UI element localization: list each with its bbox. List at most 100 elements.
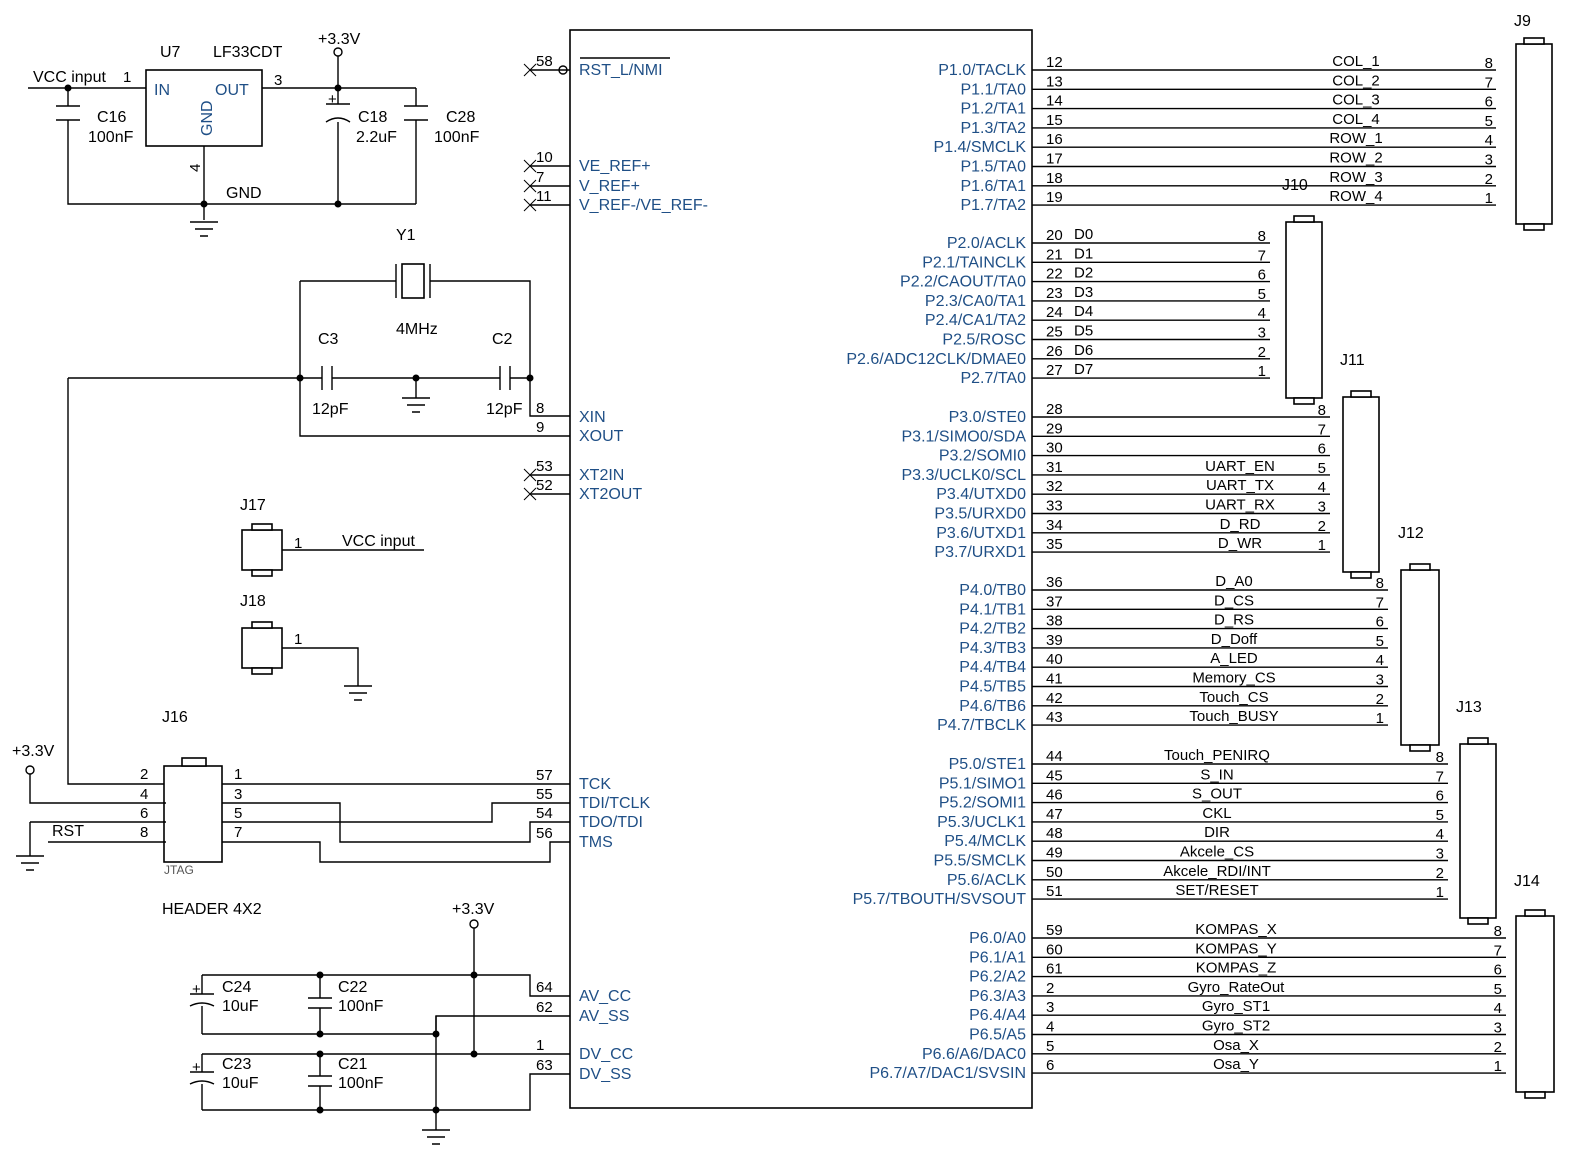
mcu-pin-number: 56	[536, 825, 553, 842]
net-label: D_Doff	[1211, 631, 1258, 648]
net-label: D_A0	[1215, 573, 1253, 590]
no-connect-mark	[523, 198, 537, 212]
j16-pin-r2: 5	[234, 805, 242, 822]
connector-pin-number: 3	[1258, 325, 1266, 342]
u7-in-label: IN	[154, 82, 170, 99]
mcu-pin-name: P3.0/STE0	[949, 409, 1026, 426]
c24-value: 10uF	[222, 998, 259, 1015]
connector-latch-bottom	[1524, 1091, 1546, 1099]
connector-pin-number: 5	[1436, 807, 1444, 824]
no-connect-mark	[523, 179, 537, 193]
inverted-pin-bubble	[558, 65, 568, 75]
u7-body	[145, 69, 263, 147]
mcu-pin-name: V_REF+	[579, 178, 640, 195]
connector-pin-number: 6	[1376, 614, 1384, 631]
connector-body	[1459, 743, 1497, 919]
no-connect-mark	[523, 159, 537, 173]
mcu-pin-name: DV_CC	[579, 1046, 633, 1063]
connector-j11: J11	[1340, 352, 1380, 579]
connector-latch-top	[1350, 390, 1372, 398]
c16-value: 100nF	[88, 129, 134, 146]
mcu-pin-number: 3	[1046, 999, 1054, 1016]
mcu-pin-name: P6.5/A5	[969, 1027, 1026, 1044]
mcu-pin-number: 52	[536, 477, 553, 494]
c18-plus: +	[328, 91, 337, 108]
mcu-pin-name: AV_SS	[579, 1008, 629, 1025]
mcu-pin-number: 43	[1046, 709, 1063, 726]
mcu-left-pins: 58RST_L/NMI10VE_REF+7V_REF+11V_REF-/VE_R…	[523, 53, 708, 1083]
y1-ref: Y1	[396, 227, 416, 244]
connector-body	[1342, 396, 1380, 573]
mcu-pin-number: 1	[536, 1037, 544, 1054]
no-connect-mark	[523, 63, 537, 77]
connector-body	[1285, 221, 1323, 399]
jtag-header: J16 HEADER 4X2 JTAG 2 4 6 8 1 3 5 7 +3.3…	[12, 709, 570, 918]
j16-pin-l2: 6	[140, 805, 148, 822]
j17-net: VCC input	[342, 533, 415, 550]
mcu-pin-name: P5.4/MCLK	[944, 833, 1026, 850]
j16-pin-l1: 4	[140, 786, 148, 803]
net-label: ROW_4	[1329, 188, 1382, 205]
connector-pin-number: 2	[1485, 171, 1493, 188]
c21-value: 100nF	[338, 1075, 384, 1092]
mcu-pin-number: 13	[1046, 73, 1063, 90]
no-connect-mark	[523, 468, 537, 482]
mcu-pin-number: 62	[536, 999, 553, 1016]
mcu-pin-number: 9	[536, 419, 544, 436]
j16-pin-r3: 7	[234, 824, 242, 841]
mcu-pin-number: 48	[1046, 825, 1063, 842]
j18-pin: 1	[294, 631, 302, 648]
y1-freq: 4MHz	[396, 321, 438, 338]
connector-pin-number: 7	[1376, 594, 1384, 611]
mcu-pin-name: P5.6/ACLK	[947, 872, 1026, 889]
mcu-pin-name: P4.7/TBCLK	[937, 717, 1026, 734]
connector-pin-number: 4	[1376, 652, 1384, 669]
j18-ref: J18	[240, 593, 266, 610]
connector-pin-number: 3	[1485, 152, 1493, 169]
j17-ref: J17	[240, 497, 266, 514]
net-label: D6	[1074, 342, 1093, 359]
net-label: A_LED	[1210, 650, 1258, 667]
net-label: DIR	[1204, 824, 1230, 841]
net-label: D2	[1074, 265, 1093, 282]
mcu-pin-number: 53	[536, 458, 553, 475]
c3-value: 12pF	[312, 401, 349, 418]
mcu-pin-name: P5.3/UCLK1	[937, 814, 1026, 831]
connector-ref: J11	[1340, 352, 1365, 369]
mcu-pin-number: 39	[1046, 632, 1063, 649]
connector-pin-number: 8	[1318, 402, 1326, 419]
mcu-pin-number: 35	[1046, 536, 1063, 553]
mcu-pin-number: 38	[1046, 613, 1063, 630]
net-label: Osa_X	[1213, 1037, 1259, 1054]
mcu-pin-name: P6.7/A7/DAC1/SVSIN	[869, 1065, 1026, 1082]
connector-body	[1515, 915, 1555, 1093]
mcu-pin-name: P3.5/URXD0	[934, 506, 1026, 523]
connector-ref: J12	[1398, 525, 1424, 542]
mcu-pin-number: 12	[1046, 54, 1063, 71]
net-label: KOMPAS_Z	[1196, 960, 1277, 977]
c18-ref: C18	[358, 109, 387, 126]
mcu-pin-name: P3.6/UTXD1	[936, 525, 1026, 542]
mcu-pin-name: XT2IN	[579, 467, 624, 484]
connector-latch-top	[1293, 215, 1315, 223]
mcu-pin-number: 42	[1046, 690, 1063, 707]
mcu-pin-name: TCK	[579, 776, 611, 793]
mcu-pin-name: P4.0/TB0	[959, 582, 1026, 599]
connector-pin-number: 3	[1318, 499, 1326, 516]
mcu-pin-name: TMS	[579, 834, 613, 851]
